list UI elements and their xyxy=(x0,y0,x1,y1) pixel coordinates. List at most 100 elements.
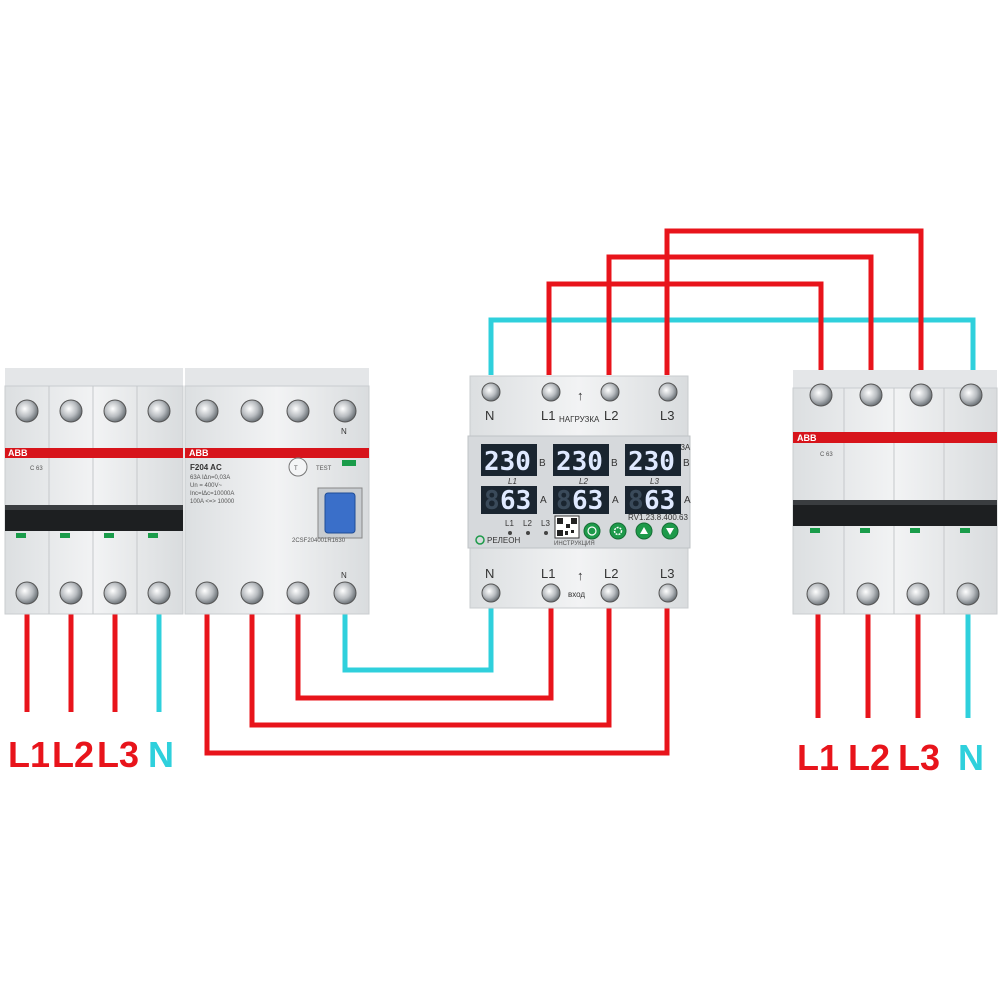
supply-label-n: N xyxy=(148,734,174,775)
right-breaker-brand: ABB xyxy=(797,433,817,443)
current-unit-l3: А xyxy=(684,495,691,506)
right-breaker-rating: C 63 xyxy=(820,452,833,458)
rcd-toggle[interactable] xyxy=(324,492,356,534)
output-label-n: N xyxy=(958,737,984,778)
left-breaker-bottom-terminals xyxy=(15,581,171,605)
relay-top-terminal-l1[interactable] xyxy=(541,382,561,402)
screw-icon[interactable] xyxy=(195,581,219,605)
led-l1-icon xyxy=(508,531,512,535)
rcd-brand: ABB xyxy=(189,448,209,458)
relay-bottom-terminal-l2[interactable] xyxy=(600,583,620,603)
digit-blank-icon: 8 xyxy=(484,486,500,516)
relay-top-terminal-n[interactable] xyxy=(481,382,501,402)
wire-rcd-n-to-relay-n xyxy=(342,605,494,673)
screw-icon[interactable] xyxy=(809,383,833,407)
screw-icon[interactable] xyxy=(103,581,127,605)
wire-relay-l2-to-breaker-l2 xyxy=(606,254,874,380)
current-unit-l1: А xyxy=(540,495,547,506)
voltage-l1: 230 xyxy=(484,447,531,477)
rcd-test-icon: T xyxy=(294,466,298,472)
screw-icon[interactable] xyxy=(906,582,930,606)
relay-top-terminal-l3[interactable] xyxy=(658,382,678,402)
output-label-l2: L2 xyxy=(848,737,890,778)
left-breaker-top-terminals xyxy=(15,399,171,423)
screw-icon[interactable] xyxy=(286,399,310,423)
rcd-test-button[interactable] xyxy=(288,457,308,477)
rcd-rating-4: 100A <=> 10000 xyxy=(190,499,235,505)
screw-icon[interactable] xyxy=(147,399,171,423)
screw-icon[interactable] xyxy=(103,399,127,423)
output-label-l1: L1 xyxy=(797,737,839,778)
wire-rcd-l3-to-relay-l1 xyxy=(295,605,554,701)
rcd-rating-2: Un = 400V~ xyxy=(190,483,223,489)
arrow-down-icon xyxy=(666,528,674,535)
qr-code-icon xyxy=(554,515,580,539)
rcd-code: 2CSF204001R1630 xyxy=(292,538,346,544)
rcd-rating-3: Inc=IΔc=10000A xyxy=(190,491,234,497)
relay-top-terminal-l2[interactable] xyxy=(600,382,620,402)
voltage-unit-l1: В xyxy=(539,458,546,469)
rcd-n-bottom-label: N xyxy=(341,571,347,580)
screw-icon[interactable] xyxy=(333,399,357,423)
wire-rcd-l2-to-relay-l2 xyxy=(249,605,612,728)
supply-label-l2: L2 xyxy=(52,734,94,775)
screw-icon[interactable] xyxy=(859,383,883,407)
screw-icon[interactable] xyxy=(333,581,357,605)
led-l2-icon xyxy=(526,531,530,535)
current-l2: 63 xyxy=(572,486,603,516)
screw-icon[interactable] xyxy=(806,582,830,606)
rcd-test-label: TEST xyxy=(316,466,332,472)
releon-logo-icon xyxy=(475,535,485,545)
screw-icon[interactable] xyxy=(240,581,264,605)
screw-icon[interactable] xyxy=(15,581,39,605)
qr-caption: ИНСТРУКЦИЯ xyxy=(554,541,595,547)
relay-bottom-label-n: N xyxy=(485,566,494,581)
relay-top-label-l3: L3 xyxy=(660,408,674,423)
digit-blank-icon: 8 xyxy=(628,486,644,516)
rcd-device: ABB F204 AC 63A IΔn=0,03A Un = 400V~ Inc… xyxy=(184,368,370,615)
left-breaker-rating: C 63 xyxy=(30,466,43,472)
digit-blank-icon: 8 xyxy=(556,486,572,516)
voltage-unit-l2: В xyxy=(611,458,618,469)
right-breaker-bottom-terminals xyxy=(806,582,980,606)
relay-bottom-terminal-l3[interactable] xyxy=(658,583,678,603)
arrow-up-icon: ↑ xyxy=(577,568,584,583)
screw-icon[interactable] xyxy=(240,399,264,423)
wire-relay-n-to-breaker-n xyxy=(488,317,976,380)
abb-logo xyxy=(7,448,25,458)
screw-icon[interactable] xyxy=(147,581,171,605)
display-current-l3 xyxy=(625,486,681,514)
phase-tag-l3: L3 xyxy=(650,477,659,486)
screw-icon[interactable] xyxy=(956,582,980,606)
relay-brand: РЕЛЕОН xyxy=(487,536,520,545)
output-label-l3: L3 xyxy=(898,737,940,778)
power-button[interactable] xyxy=(583,522,601,540)
settings-button[interactable] xyxy=(609,522,627,540)
screw-icon[interactable] xyxy=(856,582,880,606)
rcd-rating-1: 63A IΔn=0,03A xyxy=(190,475,230,481)
screw-icon[interactable] xyxy=(195,399,219,423)
output-labels: L1 L2 L3 N xyxy=(797,737,984,778)
relay-load-label: НАГРУЗКА xyxy=(559,415,600,424)
rcd-top-terminals xyxy=(195,399,357,423)
current-l1: 63 xyxy=(500,486,531,516)
relay-bottom-label-l2: L2 xyxy=(604,566,618,581)
screw-icon[interactable] xyxy=(909,383,933,407)
relay-bottom-terminal-l1[interactable] xyxy=(541,583,561,603)
screw-icon[interactable] xyxy=(59,581,83,605)
display-voltage-l1 xyxy=(481,444,537,476)
right-breaker-top-terminals xyxy=(809,383,983,407)
rcd-bottom-terminals xyxy=(195,581,357,605)
relay-bottom-terminal-n[interactable] xyxy=(481,583,501,603)
right-breaker: ABB C 63 xyxy=(792,370,998,615)
screw-icon[interactable] xyxy=(15,399,39,423)
screw-icon[interactable] xyxy=(286,581,310,605)
screw-icon[interactable] xyxy=(959,383,983,407)
rcd-indicator xyxy=(342,460,356,466)
led-label-l3: L3 xyxy=(541,519,550,528)
supply-labels: L1 L2 L3 N xyxy=(8,734,174,775)
led-l3-icon xyxy=(544,531,548,535)
screw-icon[interactable] xyxy=(59,399,83,423)
relay-bottom-label-l1: L1 xyxy=(541,566,555,581)
voltage-unit-l3: В xyxy=(683,458,690,469)
